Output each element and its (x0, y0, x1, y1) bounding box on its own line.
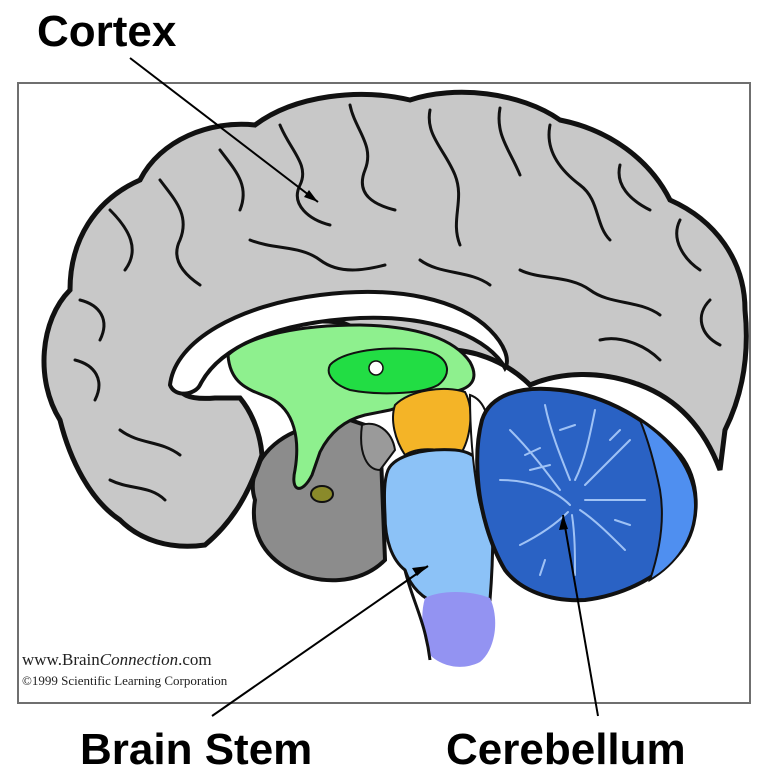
credit-suffix: .com (178, 650, 212, 669)
medulla-region (422, 592, 495, 667)
site-credit: www.BrainConnection.com (22, 650, 212, 670)
cerebellum-label: Cerebellum (446, 728, 686, 772)
midbrain-region (393, 389, 470, 455)
brain-stem-label: Brain Stem (80, 728, 312, 772)
credit-italic: Connection (100, 650, 178, 669)
credit-prefix: www.Brain (22, 650, 100, 669)
copyright-credit: ©1999 Scientific Learning Corporation (22, 673, 227, 689)
pituitary (311, 486, 333, 502)
thalamus-region (329, 348, 447, 393)
